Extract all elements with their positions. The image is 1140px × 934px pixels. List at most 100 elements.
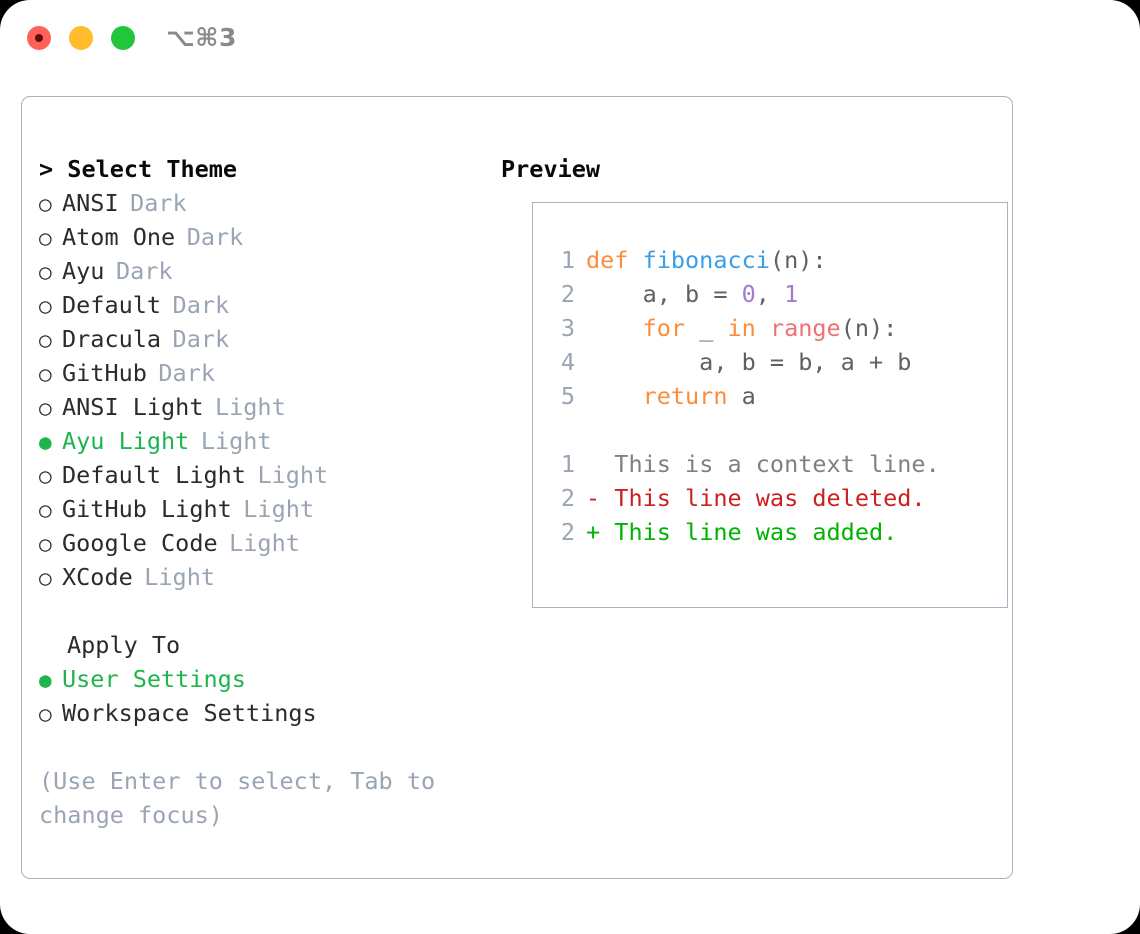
apply-to-section: Apply To ●User Settings ○ Workspace Settin… [39, 628, 479, 730]
code-token-punc: (n): [840, 314, 898, 342]
diff-line-number: 1 [560, 450, 575, 478]
theme-option-kind-badge: Dark [186, 223, 244, 251]
code-token-kw: in [727, 314, 756, 342]
theme-option-default[interactable]: ○ Default Dark [39, 288, 479, 322]
code-line-number: 1 [560, 246, 575, 274]
diff-text: This line was deleted. [600, 484, 926, 512]
apply-to-list[interactable]: ●User Settings ○ Workspace Settings [39, 662, 479, 730]
window-title: ⌥⌘3 [166, 23, 237, 52]
theme-option-kind-badge: Dark [158, 359, 215, 387]
diff-text: This line was added. [600, 518, 898, 546]
theme-option-kind-badge: Light [229, 529, 300, 557]
code-token-plain [756, 314, 770, 342]
close-button-icon[interactable] [27, 26, 51, 50]
traffic-light-group [27, 26, 135, 50]
theme-option-github-light[interactable]: ○ GitHub Light Light [39, 492, 479, 526]
code-token-kw: for [642, 314, 686, 342]
radio-unselected-icon: ○ [39, 396, 52, 420]
theme-option-atom-one[interactable]: ○ Atom One Dark [39, 220, 479, 254]
radio-unselected-icon: ○ [39, 226, 52, 250]
radio-selected-icon: ● [39, 668, 52, 692]
code-line-content: for _ in range(n): [575, 314, 898, 342]
diff-marker: + [586, 518, 601, 546]
radio-unselected-icon: ○ [39, 498, 52, 522]
theme-option-label: Google Code [62, 529, 218, 557]
theme-option-ansi[interactable]: ○ ANSI Dark [39, 186, 479, 220]
theme-option-kind-badge: Dark [115, 257, 173, 285]
code-line-number: 3 [560, 314, 575, 342]
apply-to-option-label: Workspace Settings [62, 699, 317, 727]
code-line-content: def fibonacci(n): [575, 246, 827, 274]
diff-line-content: + This line was added. [575, 518, 897, 546]
theme-option-label: GitHub Light [62, 495, 232, 523]
minimize-button-icon[interactable] [69, 26, 93, 50]
radio-selected-icon: ● [39, 430, 52, 454]
code-token-punc: (n): [769, 246, 827, 274]
code-line-content: return a [575, 382, 756, 410]
diff-marker: - [586, 484, 601, 512]
code-diff-separator [549, 413, 999, 447]
diff-line-del: 2- This line was deleted. [549, 481, 999, 515]
theme-option-label: ANSI [62, 189, 119, 217]
code-token-plain: , [755, 280, 785, 308]
theme-option-kind-badge: Light [144, 563, 215, 591]
radio-unselected-icon: ○ [39, 328, 52, 352]
theme-option-ayu-light[interactable]: ● Ayu Light Light [39, 424, 479, 458]
radio-unselected-icon: ○ [39, 702, 52, 726]
theme-option-label: Atom One [62, 223, 176, 251]
theme-panel-heading: > Select Theme [39, 155, 238, 183]
radio-unselected-icon: ○ [39, 294, 52, 318]
code-token-kw: return [642, 382, 728, 410]
theme-option-google-code[interactable]: ○ Google Code Light [39, 526, 479, 560]
code-line: 4 a, b = b, a + b [549, 345, 999, 379]
code-line-content: a, b = 0, 1 [575, 280, 799, 308]
code-line: 2 a, b = 0, 1 [549, 277, 999, 311]
code-line-number: 4 [560, 348, 575, 376]
radio-unselected-icon: ○ [39, 532, 52, 556]
radio-unselected-icon: ○ [39, 566, 52, 590]
title-bar: ⌥⌘3 [0, 0, 1140, 76]
diff-line-content: This is a context line. [575, 450, 940, 478]
code-line: 3 for _ in range(n): [549, 311, 999, 345]
radio-unselected-icon: ○ [39, 362, 52, 386]
theme-option-kind-badge: Light [243, 495, 315, 523]
code-token-plain [586, 382, 643, 410]
diff-line-number: 2 [560, 484, 575, 512]
keyboard-hint-text: (Use Enter to select, Tab to change focu… [39, 767, 436, 829]
radio-unselected-icon: ○ [39, 260, 52, 284]
diff-line-number: 2 [560, 518, 575, 546]
diff-text: This is a context line. [600, 450, 940, 478]
diff-line-content: - This line was deleted. [575, 484, 926, 512]
diff-line-add: 2+ This line was added. [549, 515, 999, 549]
apply-to-option-workspace-settings[interactable]: ○ Workspace Settings [39, 696, 479, 730]
theme-option-label: Default Light [62, 461, 246, 489]
code-line-number: 2 [560, 280, 575, 308]
theme-option-label: Default [62, 291, 162, 319]
theme-option-kind-badge: Dark [172, 291, 230, 319]
maximize-button-icon[interactable] [111, 26, 135, 50]
radio-unselected-icon: ○ [39, 192, 52, 216]
theme-option-kind-badge: Light [257, 461, 329, 489]
code-token-plain: a [727, 382, 756, 410]
diff-line-ctx: 1 This is a context line. [549, 447, 999, 481]
theme-option-kind-badge: Dark [130, 189, 187, 217]
theme-option-kind-badge: Light [200, 427, 272, 455]
theme-option-label: Ayu [62, 257, 105, 285]
apply-to-title: Apply To [67, 631, 181, 659]
theme-option-kind-badge: Dark [172, 325, 230, 353]
theme-option-label: Ayu Light [62, 427, 190, 455]
apply-to-option-user-settings[interactable]: ●User Settings [39, 662, 479, 696]
theme-option-ayu[interactable]: ○ Ayu Dark [39, 254, 479, 288]
